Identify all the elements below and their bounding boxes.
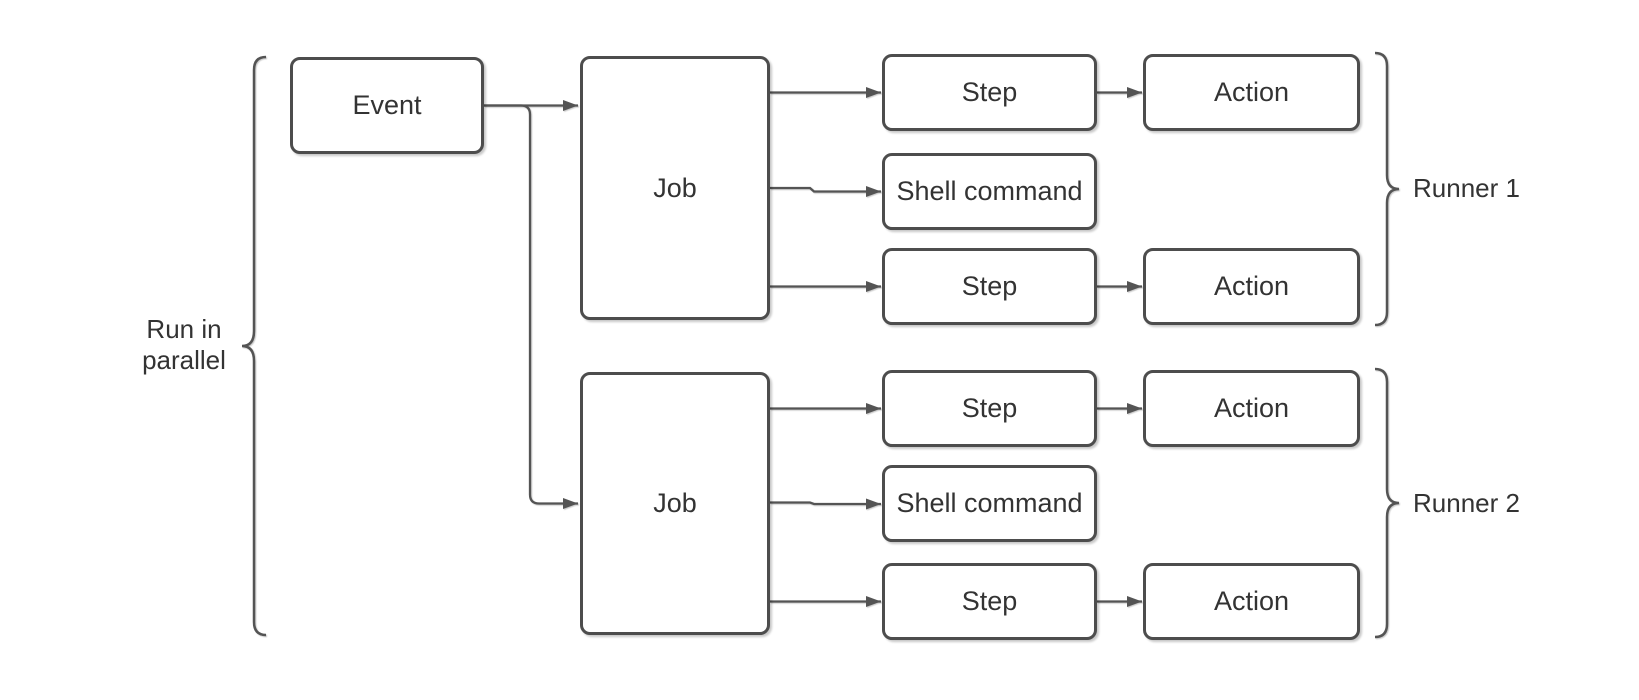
event-node: Event [290,57,484,154]
job1-step-1-node: Step [882,54,1097,131]
arrow-job1-to-shell1 [770,186,881,197]
runner-1-label: Runner 1 [1413,173,1520,203]
arrow-job2-to-shell2 [770,498,881,510]
job-1-node: Job [580,56,770,320]
runner-1-brace [1374,51,1400,327]
job2-action-2-node: Action [1143,563,1360,640]
job2-action-1-node: Action [1143,370,1360,447]
arrow-event-to-job2 [484,104,578,509]
job2-step-1-node: Step [882,370,1097,447]
job2-shell-command-node: Shell command [882,465,1097,542]
run-in-parallel-label: Run in parallel [142,314,226,375]
job1-step-2-node: Step [882,248,1097,325]
job1-action-1-node: Action [1143,54,1360,131]
job1-shell-command-node: Shell command [882,153,1097,230]
runner-2-label: Runner 2 [1413,488,1520,518]
job1-action-2-node: Action [1143,248,1360,325]
runner-2-brace [1374,367,1400,639]
job-2-node: Job [580,372,770,635]
run-in-parallel-brace [241,55,267,637]
job2-step-2-node: Step [882,563,1097,640]
